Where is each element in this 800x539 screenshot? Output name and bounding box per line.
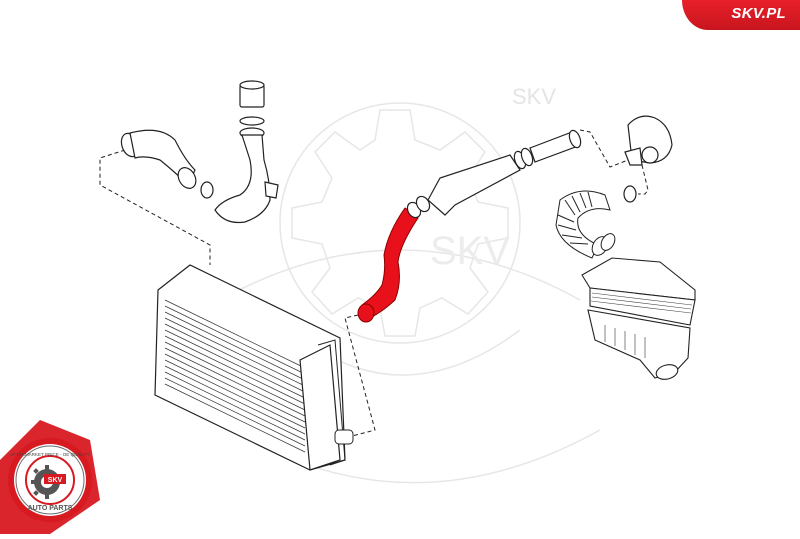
housing-ribs bbox=[604, 325, 646, 358]
watermark-skv-text: SKV bbox=[512, 84, 556, 109]
badge-inner-ring bbox=[15, 445, 85, 515]
badge-ring-top-text: AFTERMARKET PRICE - OE QUALITY bbox=[10, 452, 89, 457]
brand-logo-text: SKV.PL bbox=[731, 5, 786, 22]
bellows-ribs bbox=[557, 191, 593, 245]
part-left-pipe[interactable] bbox=[214, 80, 279, 224]
badge-red-ring bbox=[25, 455, 75, 505]
part-middle-pipe[interactable] bbox=[405, 129, 583, 220]
filter-element-lines bbox=[590, 292, 693, 314]
leader-line-clamp bbox=[638, 164, 649, 195]
part-turbo-elbow[interactable] bbox=[624, 115, 673, 166]
watermark-skv-large: SKV bbox=[430, 229, 510, 273]
skv-badge: SKV AFTERMARKET PRICE - OE QUALITY AUTO … bbox=[0, 420, 100, 534]
leader-line-center bbox=[336, 314, 376, 441]
part-intercooler[interactable] bbox=[154, 264, 354, 471]
part-clamp[interactable] bbox=[623, 185, 637, 203]
badge-center-text: SKV bbox=[48, 477, 63, 484]
part-air-filter-box[interactable] bbox=[581, 257, 696, 382]
leader-lines bbox=[99, 129, 649, 441]
leader-line-upper-right bbox=[579, 129, 629, 168]
badge-ring-bottom-text: AUTO PARTS bbox=[28, 505, 73, 512]
part-charge-air-hose[interactable] bbox=[357, 207, 419, 323]
intercooler-fins bbox=[164, 299, 306, 453]
badge-label-band bbox=[44, 474, 66, 484]
leader-line-left bbox=[99, 149, 211, 265]
brand-tab[interactable]: SKV.PL bbox=[682, 0, 800, 30]
part-bellows-hose[interactable] bbox=[555, 190, 618, 259]
part-upper-hose-left[interactable] bbox=[118, 129, 214, 199]
